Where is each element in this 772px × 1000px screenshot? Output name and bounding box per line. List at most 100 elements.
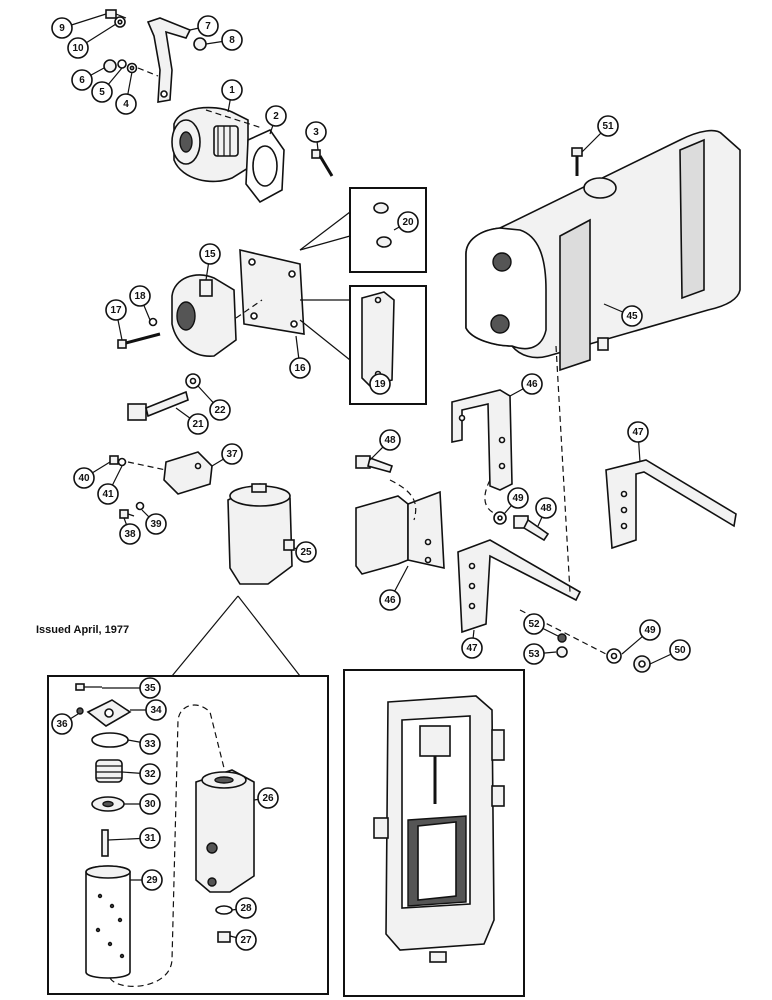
callout-number: 26 <box>262 793 274 804</box>
callout-circle <box>523 643 545 665</box>
callout-circle <box>139 827 161 849</box>
reservoir-tank-45 <box>465 129 741 372</box>
bracket-47-right <box>605 459 737 550</box>
callout-number: 39 <box>150 519 162 530</box>
callout-circle <box>397 211 419 233</box>
callout-circle <box>669 639 691 661</box>
callout-circle <box>379 429 401 451</box>
callout-number: 3 <box>313 127 319 138</box>
callout-circle <box>139 733 161 755</box>
callout-4: 4 <box>115 71 137 115</box>
callout-circle <box>521 373 543 395</box>
nut-53 <box>556 646 568 658</box>
callout-number: 4 <box>123 99 129 110</box>
callout-circle <box>199 243 221 265</box>
callout-18: 18 <box>129 285 151 321</box>
bolt-17 <box>117 332 161 349</box>
callout-17: 17 <box>105 299 127 341</box>
callout-circle <box>221 79 243 101</box>
bolt-48-upper <box>355 455 394 473</box>
washer-49-lower <box>606 648 622 664</box>
callout-number: 48 <box>540 503 552 514</box>
bolt-51 <box>571 147 583 176</box>
callout-20: 20 <box>393 211 419 233</box>
callout-number: 38 <box>124 529 136 540</box>
callout-circle <box>535 497 557 519</box>
filter-assembly-25 <box>227 483 295 585</box>
issued-date-label: Issued April, 1977 <box>36 624 130 636</box>
callout-number: 17 <box>110 305 122 316</box>
callout-circle <box>115 93 137 115</box>
callout-50: 50 <box>649 639 691 665</box>
callout-16: 16 <box>289 335 311 379</box>
callout-circle <box>139 793 161 815</box>
bolt-48-lower <box>513 515 550 542</box>
callout-circle <box>221 443 243 465</box>
callout-number: 9 <box>59 23 65 34</box>
washer-49-upper <box>493 511 507 525</box>
plug-27 <box>217 931 231 943</box>
callout-15: 15 <box>199 243 221 281</box>
lockwasher-52 <box>557 633 567 643</box>
callout-49: 49 <box>621 619 661 655</box>
callout-number: 46 <box>384 595 396 606</box>
callout-28: 28 <box>231 897 257 919</box>
callout-2: 2 <box>265 105 287 135</box>
callout-7: 7 <box>189 15 219 37</box>
callout-number: 46 <box>526 379 538 390</box>
callout-circle <box>129 285 151 307</box>
callout-number: 32 <box>144 769 156 780</box>
callout-circle <box>235 929 257 951</box>
cover-34 <box>86 699 132 727</box>
callout-circle <box>639 619 661 641</box>
callout-circle <box>305 121 327 143</box>
callout-number: 20 <box>402 217 414 228</box>
filter-cutaway-view <box>373 695 505 963</box>
callout-circle <box>139 763 161 785</box>
callout-46: 46 <box>509 373 543 397</box>
mounting-bracket-7 <box>146 17 192 103</box>
spring-32 <box>95 759 123 783</box>
callout-number: 52 <box>528 619 540 630</box>
adapter-plate-16 <box>239 248 305 335</box>
callout-19: 19 <box>369 373 391 395</box>
callout-circle <box>597 115 619 137</box>
callout-circle <box>621 305 643 327</box>
callout-number: 15 <box>204 249 216 260</box>
retainer-30 <box>91 796 125 812</box>
inset-box-20 <box>349 187 427 273</box>
callout-number: 29 <box>146 875 158 886</box>
callout-number: 16 <box>294 363 306 374</box>
callout-48: 48 <box>535 497 557 527</box>
callout-number: 47 <box>466 643 478 654</box>
nut-50 <box>633 655 651 673</box>
callout-34: 34 <box>130 699 167 721</box>
callout-circle <box>67 37 89 59</box>
callout-number: 48 <box>384 435 396 446</box>
callout-49: 49 <box>503 487 529 515</box>
callout-47: 47 <box>461 629 483 659</box>
callout-number: 36 <box>56 719 68 730</box>
callout-9: 9 <box>51 13 107 39</box>
washer-18 <box>148 317 158 327</box>
washer-22 <box>185 373 201 389</box>
bracket-46-lower <box>355 490 445 575</box>
callout-circle <box>73 467 95 489</box>
callout-53: 53 <box>523 643 557 665</box>
callout-circle <box>523 613 545 635</box>
callout-5: 5 <box>91 67 123 103</box>
callout-circle <box>187 413 209 435</box>
callout-47: 47 <box>627 421 649 463</box>
callout-circle <box>97 483 119 505</box>
callout-30: 30 <box>124 793 161 815</box>
callout-circle <box>91 81 113 103</box>
callout-52: 52 <box>523 613 559 637</box>
spacer-block-19 <box>361 291 395 387</box>
callout-number: 53 <box>528 649 540 660</box>
callout-circle <box>627 421 649 443</box>
nut-6 <box>103 59 117 73</box>
screw-40 <box>109 455 119 465</box>
callout-25: 25 <box>293 541 317 563</box>
callout-circle <box>289 357 311 379</box>
